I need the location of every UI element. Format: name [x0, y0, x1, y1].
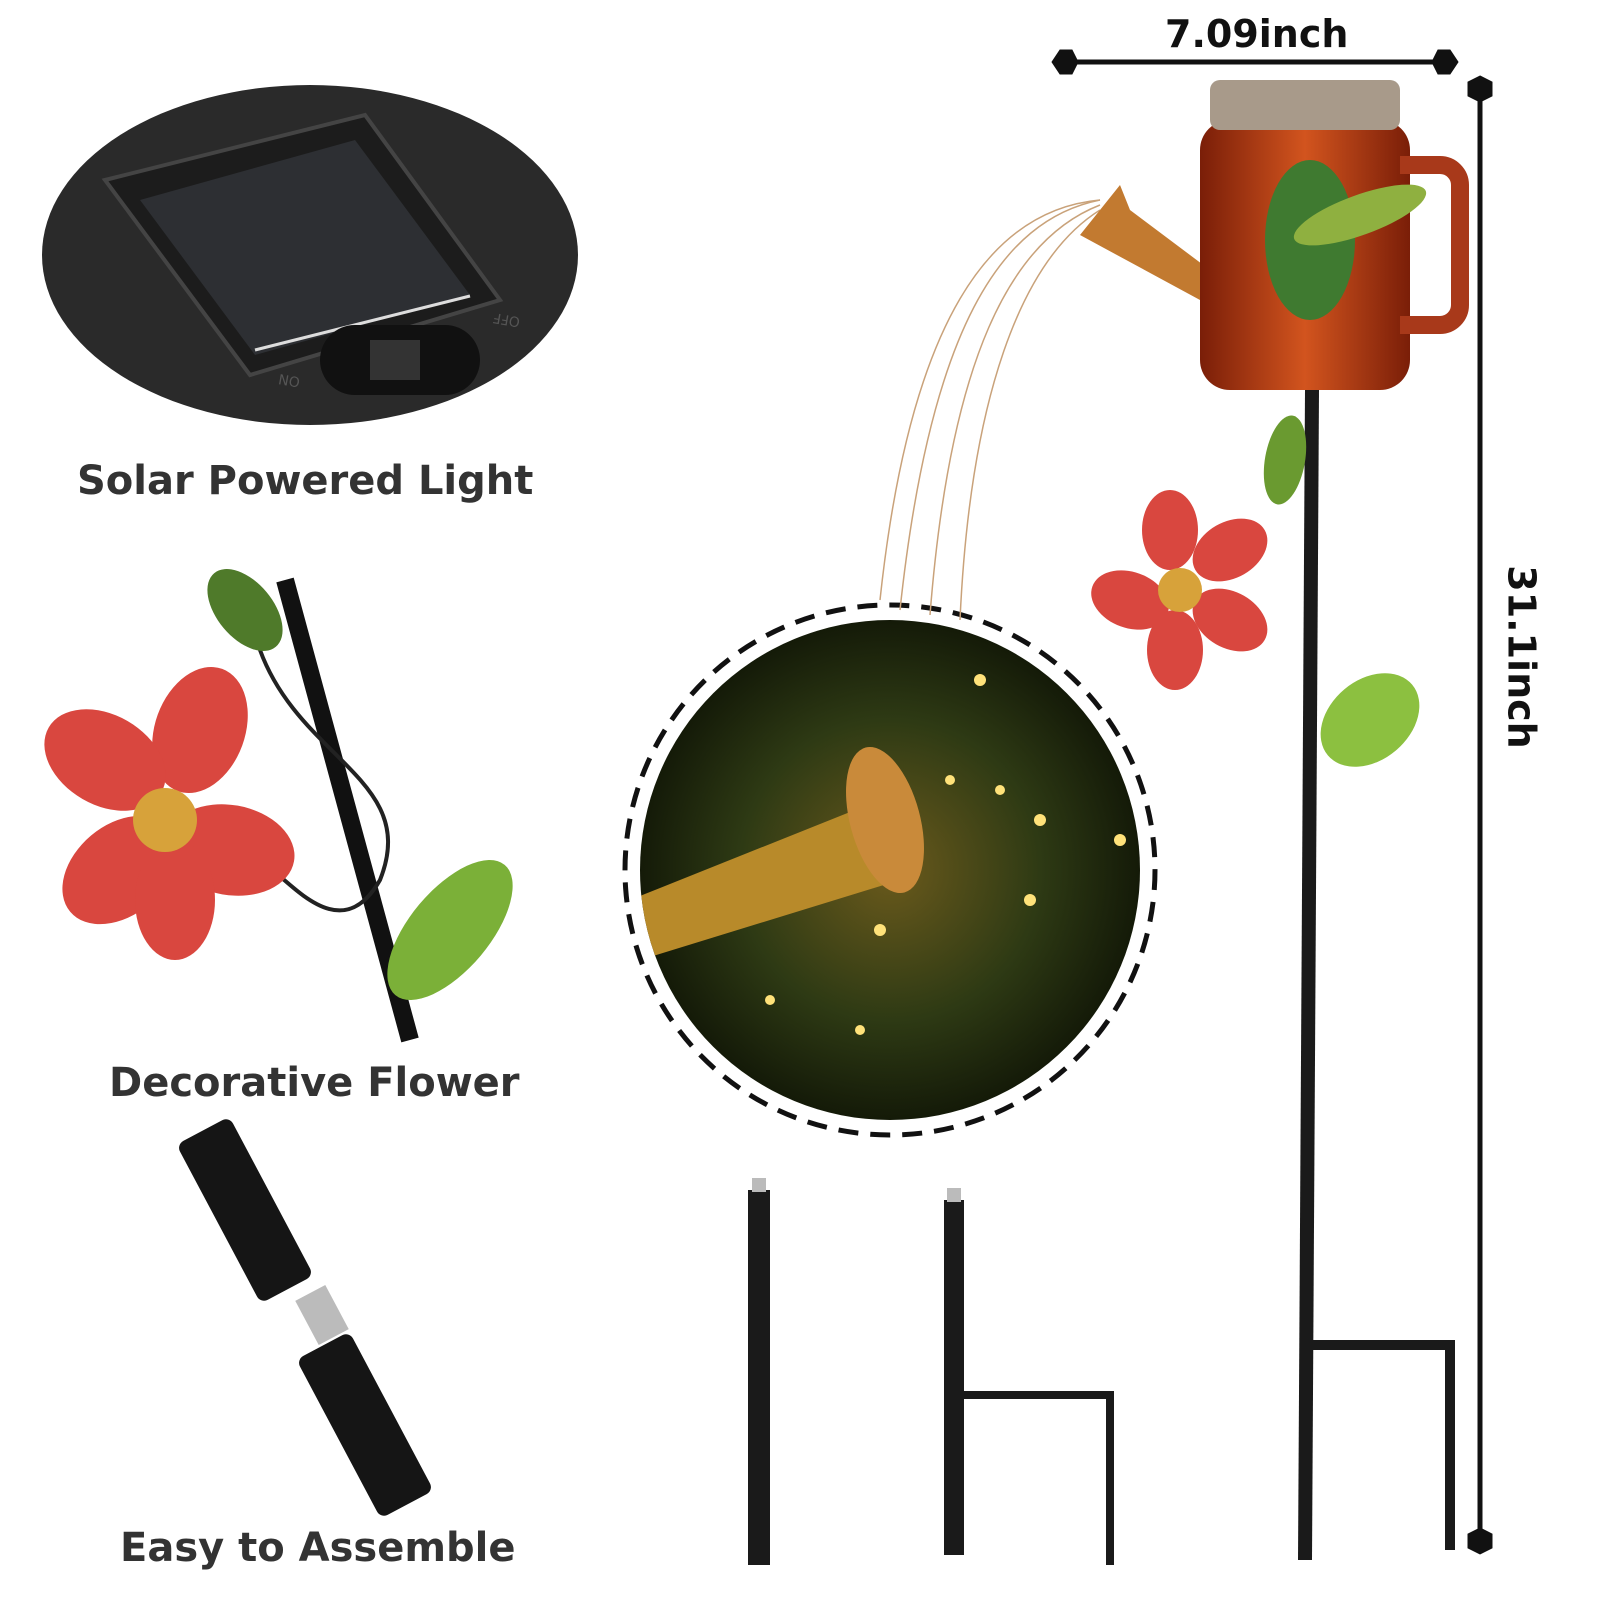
flower-detail	[44, 569, 513, 1043]
connector-parts	[179, 1119, 431, 1516]
solar-panel: ON OFF	[42, 85, 578, 425]
watering-can-stake	[1080, 80, 1469, 1561]
stake-parts	[748, 1178, 1114, 1565]
solar-caption: Solar Powered Light	[77, 458, 534, 504]
height-dimension-label: 31.1inch	[1499, 565, 1544, 749]
switch-on-label: ON	[277, 370, 301, 389]
assemble-caption: Easy to Assemble	[120, 1525, 516, 1571]
light-strands	[879, 199, 1101, 621]
night-glow-inset	[622, 602, 1158, 1138]
flower-caption: Decorative Flower	[109, 1060, 520, 1106]
switch-off-label: OFF	[492, 309, 521, 329]
dimension-lines	[1051, 49, 1493, 1555]
width-dimension-label: 7.09inch	[1165, 12, 1349, 56]
